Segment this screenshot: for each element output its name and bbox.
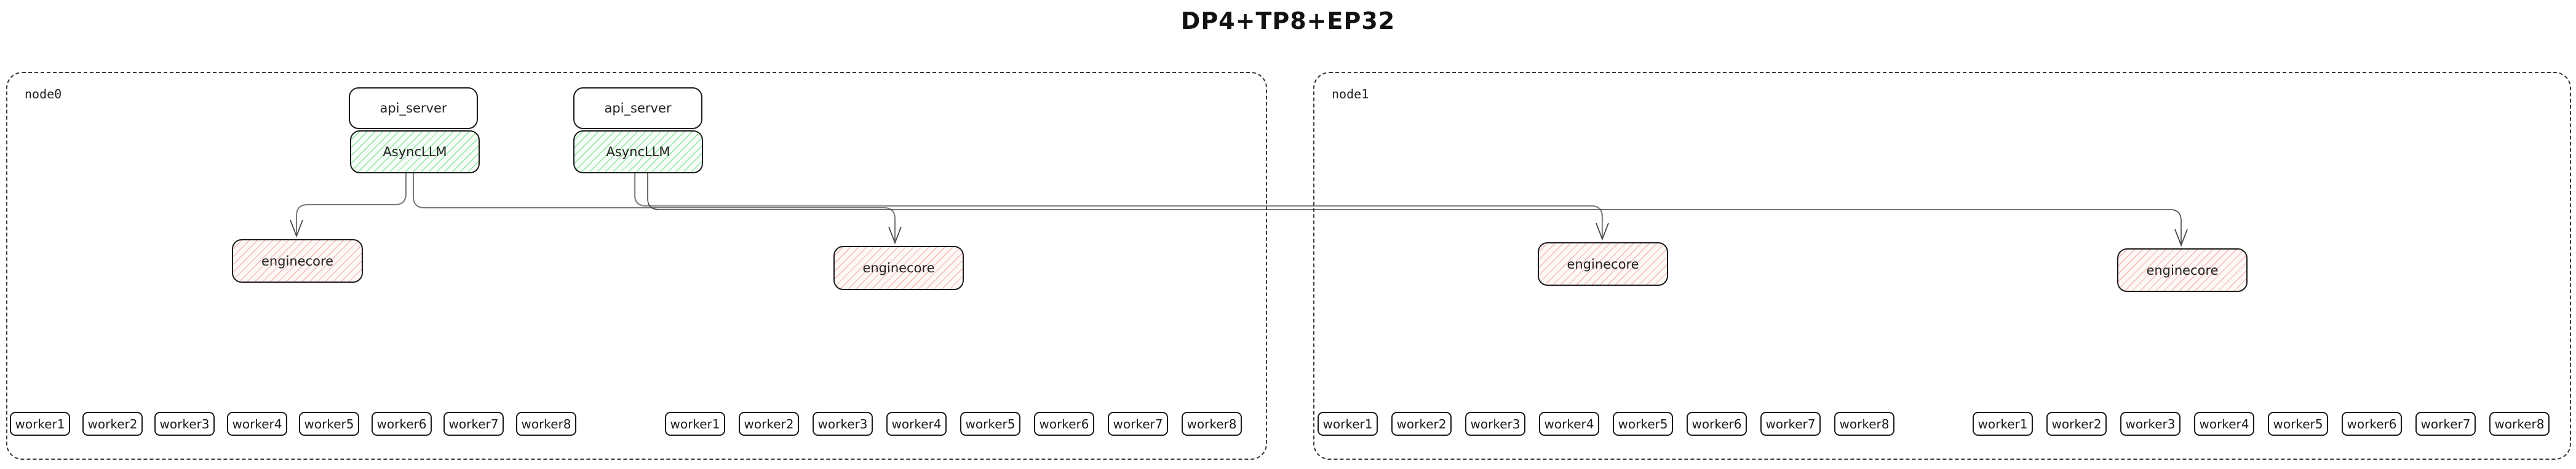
node1-label: node1: [1332, 87, 1369, 101]
worker-box: worker6: [372, 412, 432, 436]
worker-box: worker5: [2268, 412, 2328, 436]
arrowhead-enginecore1: [290, 219, 303, 238]
worker-box: worker4: [227, 412, 287, 436]
enginecore-box-4: enginecore: [2117, 248, 2248, 292]
worker-box: worker8: [516, 412, 576, 436]
worker-box: worker7: [1760, 412, 1821, 436]
worker-box: worker8: [1834, 412, 1894, 436]
api-server-box-2: api_server: [573, 87, 702, 129]
enginecore-box-1: enginecore: [232, 239, 363, 283]
worker-box: worker5: [960, 412, 1020, 436]
edge-asyncllm1-enginecore2: [413, 173, 896, 242]
node0-label: node0: [25, 87, 62, 101]
worker-box: worker5: [1613, 412, 1673, 436]
edge-asyncllm1-enginecore1: [296, 173, 407, 235]
arrowhead-enginecore4: [2174, 229, 2188, 247]
arrowhead-enginecore3: [1596, 223, 1609, 241]
worker-box: worker3: [1465, 412, 1525, 436]
worker-box: worker6: [1034, 412, 1094, 436]
worker-box: worker6: [1687, 412, 1747, 436]
worker-box: worker2: [82, 412, 143, 436]
worker-box: worker4: [1539, 412, 1599, 436]
worker-box: worker6: [2342, 412, 2402, 436]
worker-box: worker3: [813, 412, 873, 436]
worker-box: worker1: [10, 412, 70, 436]
api-server-box-1: api_server: [349, 87, 478, 129]
worker-box: worker5: [299, 412, 359, 436]
enginecore-box-2: enginecore: [833, 246, 964, 290]
node0-container: node0 api_server AsyncLLM api_server Asy…: [6, 72, 1267, 460]
asyncllm-box-2: AsyncLLM: [573, 130, 703, 173]
worker-box: worker4: [2194, 412, 2254, 436]
worker-box: worker3: [154, 412, 215, 436]
arrowhead-enginecore2: [888, 226, 902, 245]
enginecore-box-3: enginecore: [1538, 242, 1668, 286]
worker-box: worker4: [886, 412, 947, 436]
worker-box: worker2: [2046, 412, 2107, 436]
worker-box: worker7: [1108, 412, 1168, 436]
worker-box: worker1: [1973, 412, 2033, 436]
edge-asyncllm2-enginecore3: [634, 173, 1604, 238]
worker-box: worker2: [739, 412, 799, 436]
diagram-title: DP4+TP8+EP32: [1180, 7, 1396, 34]
worker-box: worker7: [443, 412, 504, 436]
worker-box: worker1: [665, 412, 725, 436]
edge-asyncllm2-enginecore4: [647, 173, 2182, 244]
worker-box: worker7: [2415, 412, 2476, 436]
worker-box: worker8: [1182, 412, 1242, 436]
worker-box: worker1: [1318, 412, 1378, 436]
asyncllm-box-1: AsyncLLM: [350, 130, 480, 173]
node1-container: node1 enginecore enginecore worker1 work…: [1313, 72, 2571, 460]
worker-box: worker3: [2120, 412, 2180, 436]
worker-box: worker2: [1391, 412, 1452, 436]
worker-box: worker8: [2489, 412, 2550, 436]
